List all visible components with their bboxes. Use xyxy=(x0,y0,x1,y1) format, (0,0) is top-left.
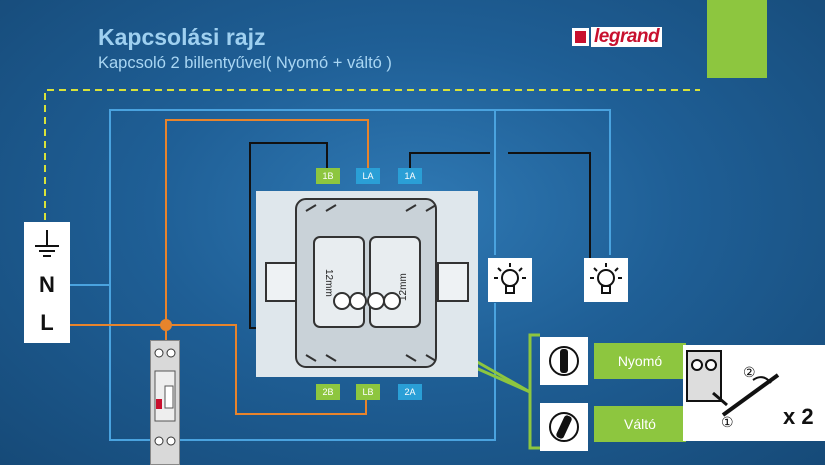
switch-mechanism: 12mm 12mm xyxy=(256,191,478,377)
logo-text: legrand xyxy=(591,27,663,47)
live-wire-to-switch xyxy=(70,119,369,326)
switched-wire-lamp2 xyxy=(508,152,591,262)
dimension-label-left: 12mm xyxy=(323,269,334,297)
dimension-label-right: 12mm xyxy=(398,273,409,301)
accent-bar xyxy=(707,0,767,78)
power-supply-block: N L xyxy=(24,222,70,343)
live-label: L xyxy=(40,310,54,335)
step-2-label: ② xyxy=(743,364,756,380)
terminal-lb: LB xyxy=(356,384,380,400)
legrand-logo: legrand xyxy=(572,27,663,47)
multiplier-label: x 2 xyxy=(783,404,814,429)
push-button-icon-box xyxy=(540,337,588,385)
screwdriver-icon: ① ② xyxy=(686,350,780,430)
terminal-1b: 1B xyxy=(316,168,340,184)
legrand-mark-icon xyxy=(572,28,589,46)
neutral-wire-main xyxy=(70,109,611,286)
ground-icon xyxy=(35,230,59,257)
mechanism-drawing: 12mm 12mm xyxy=(265,198,469,368)
light-bulb-icon xyxy=(590,263,622,294)
circuit-breaker xyxy=(150,340,180,465)
page-title: Kapcsolási rajz xyxy=(98,24,266,50)
junction-dot xyxy=(160,319,172,331)
terminal-1a: 1A xyxy=(398,168,422,184)
page-subtitle: Kapcsoló 2 billentyűvel( Nyomó + váltó ) xyxy=(98,54,392,72)
switched-wire-1a xyxy=(409,152,490,168)
toggle-icon-box xyxy=(540,403,588,451)
live-wire-loop xyxy=(166,324,367,415)
wire-release-illustration: ① ② xyxy=(683,345,825,441)
pointer-bracket xyxy=(528,333,540,450)
ground-wire xyxy=(44,89,700,232)
lamp-2 xyxy=(584,258,628,302)
toggle-contact-icon xyxy=(549,412,579,442)
step-1-label: ① xyxy=(721,414,734,430)
terminal-2b: 2B xyxy=(316,384,340,400)
light-bulb-icon xyxy=(494,263,526,294)
lamp-1 xyxy=(488,258,532,302)
push-label: Nyomó xyxy=(594,343,686,379)
terminal-2a: 2A xyxy=(398,384,422,400)
terminal-la: LA xyxy=(356,168,380,184)
breaker-drawing xyxy=(154,348,176,446)
neutral-label: N xyxy=(39,272,55,297)
push-contact-icon xyxy=(549,346,579,376)
toggle-label: Váltó xyxy=(594,406,686,442)
